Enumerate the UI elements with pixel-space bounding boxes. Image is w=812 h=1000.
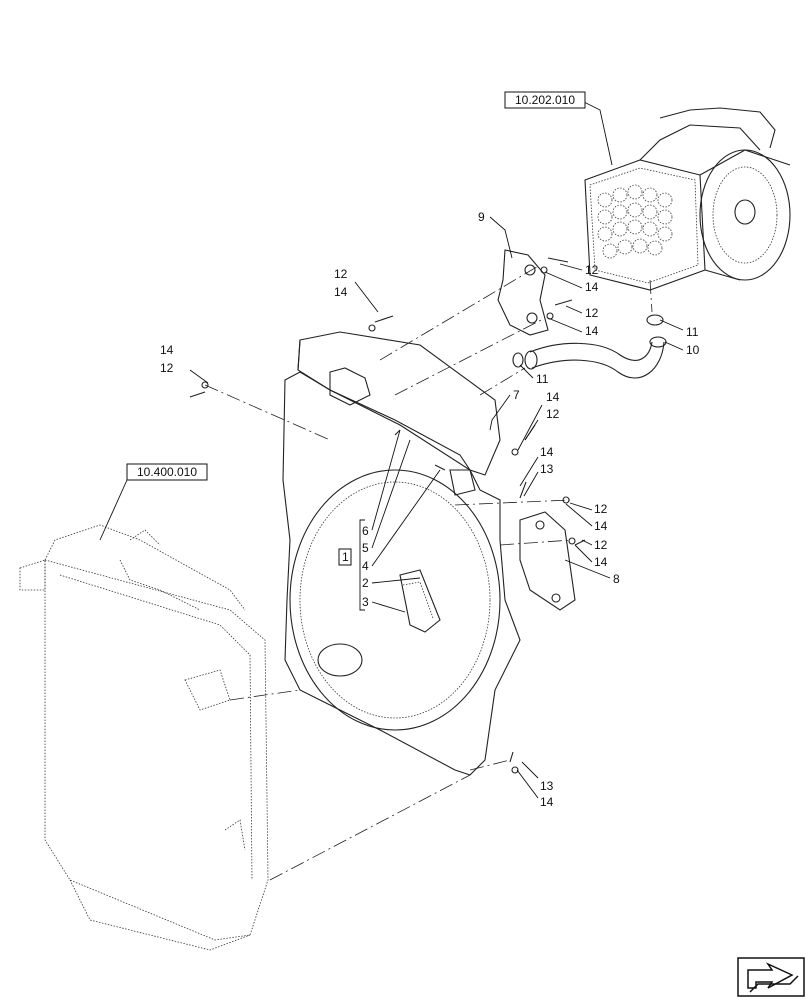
honeycomb-grille: [597, 184, 673, 259]
callout-12: 12: [594, 502, 608, 516]
bracket-9: [497, 249, 549, 336]
callout-4: 4: [362, 559, 369, 573]
callout-12: 12: [334, 267, 348, 281]
callouts: 9 12 14 12 14 12 14 11 10 11 14 12 7 14 …: [160, 210, 700, 809]
bracket-8: [519, 511, 576, 611]
radiator-assembly: [19, 524, 269, 951]
leader-lines: [99, 99, 684, 799]
callout-1: 1: [342, 550, 349, 564]
callout-3: 3: [362, 595, 369, 609]
callout-13: 13: [540, 462, 554, 476]
fan-shroud-7: [282, 331, 521, 776]
callout-9: 9: [478, 210, 485, 224]
callout-5: 5: [362, 541, 369, 555]
arrow-icon[interactable]: [737, 957, 805, 997]
callout-12: 12: [594, 538, 608, 552]
group-1-box: [338, 548, 352, 566]
callout-13: 13: [540, 779, 554, 793]
callout-7: 7: [513, 388, 520, 402]
callout-14: 14: [546, 390, 560, 404]
callout-8: 8: [613, 572, 620, 586]
callout-12: 12: [585, 306, 599, 320]
callout-11: 11: [686, 325, 699, 339]
fasteners: [189, 257, 586, 774]
callout-10: 10: [686, 343, 700, 357]
callout-2: 2: [362, 576, 369, 590]
callout-12: 12: [585, 263, 599, 277]
callout-14: 14: [594, 555, 608, 569]
callout-12: 12: [160, 361, 174, 375]
callout-12: 12: [546, 407, 560, 421]
callout-11: 11: [536, 372, 549, 386]
callout-14: 14: [334, 285, 348, 299]
turbocharger-assembly: [584, 107, 791, 291]
callout-14: 14: [540, 795, 554, 809]
alignment-lines: [204, 264, 653, 881]
callout-6: 6: [362, 524, 369, 538]
callout-14: 14: [540, 445, 554, 459]
callout-14: 14: [585, 324, 599, 338]
radiator-reference-box[interactable]: 10.400.010: [126, 463, 208, 481]
callout-14: 14: [160, 343, 174, 357]
radiator-reference-label: 10.400.010: [137, 465, 197, 479]
turbo-reference-box[interactable]: 10.202.010: [504, 91, 586, 109]
hose-10: [512, 314, 667, 379]
callout-14: 14: [594, 519, 608, 533]
turbo-reference-label: 10.202.010: [515, 93, 575, 107]
callout-14: 14: [585, 280, 599, 294]
